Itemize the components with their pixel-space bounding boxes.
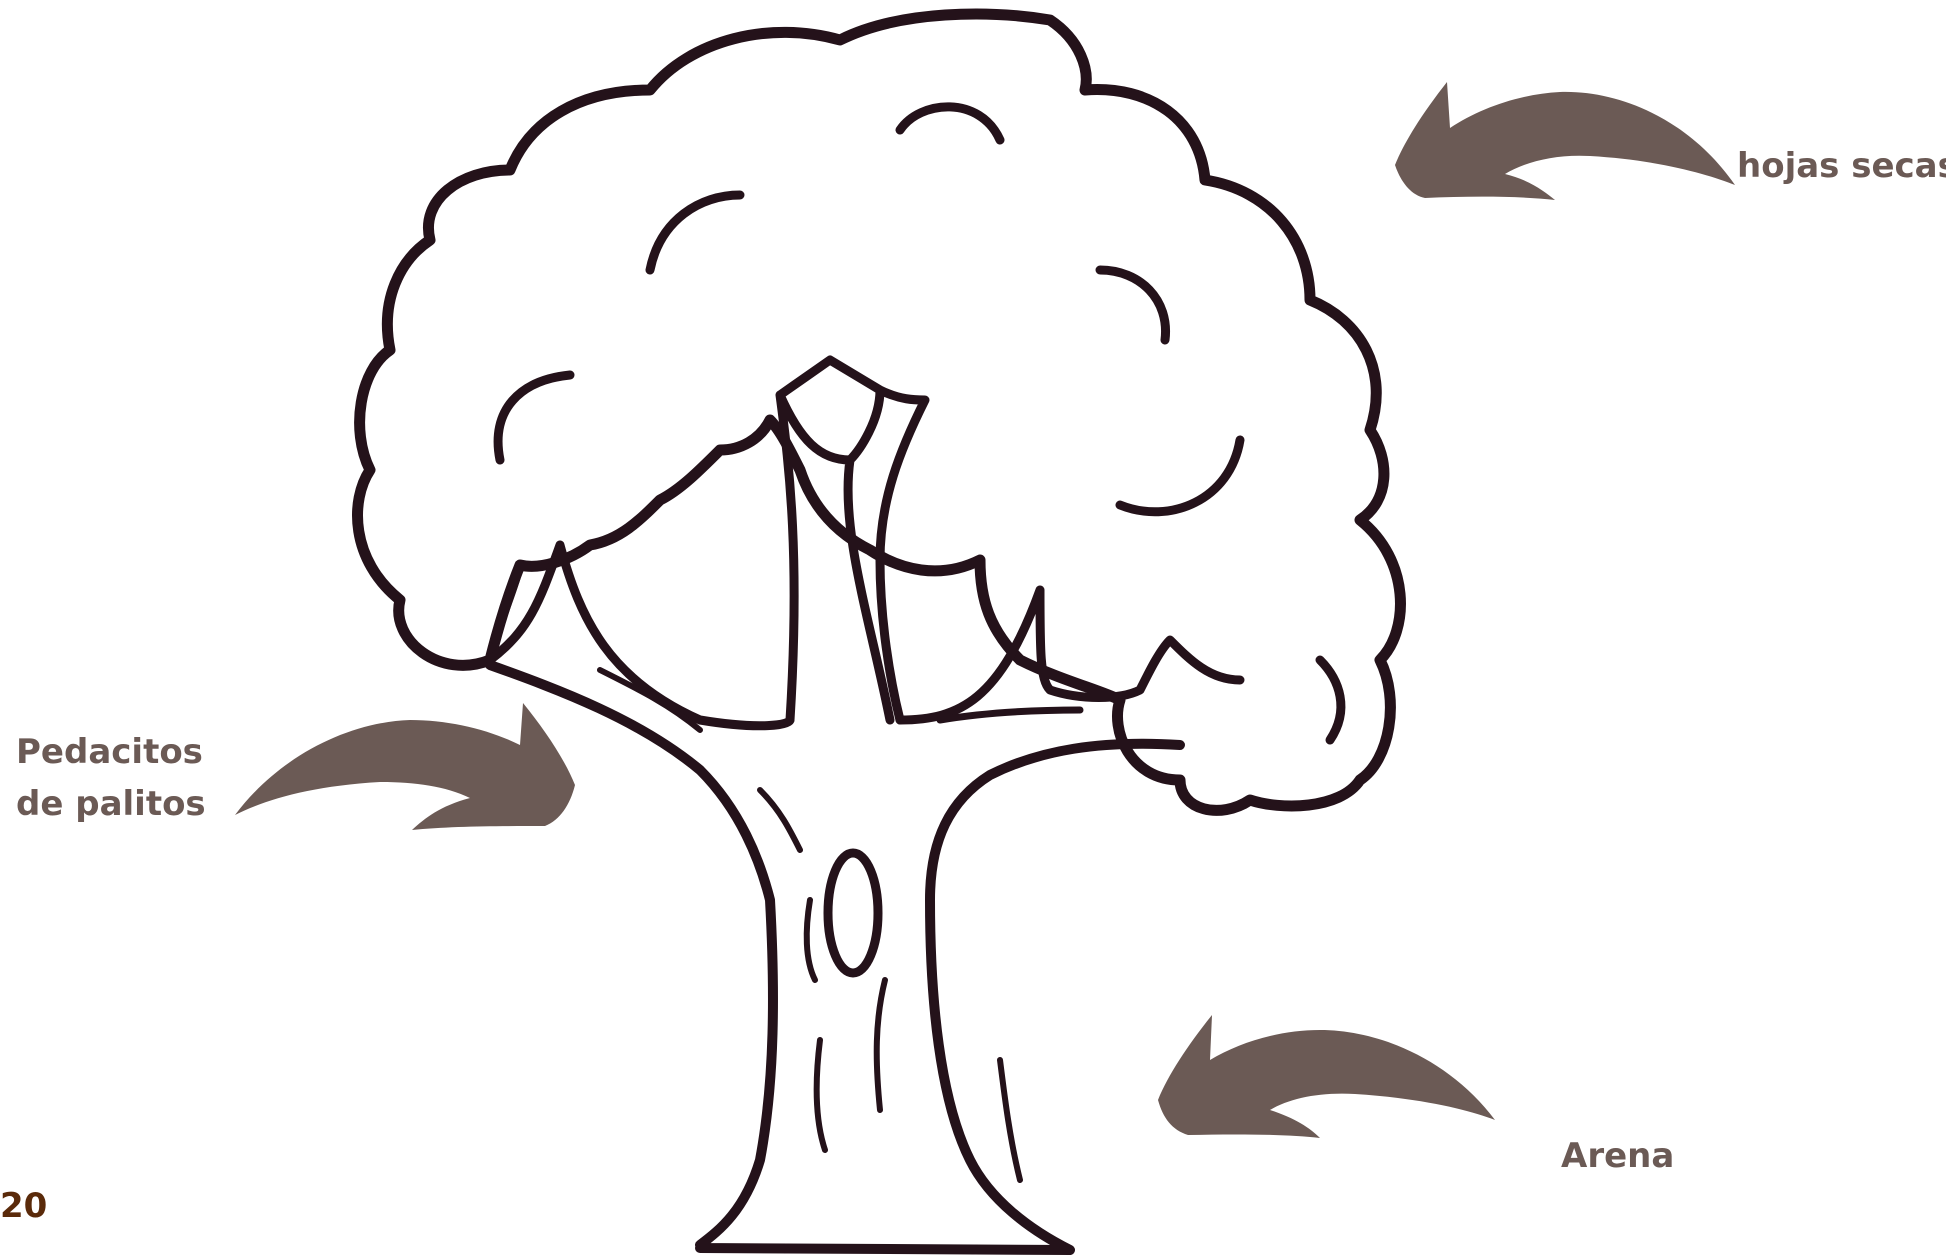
tree-center-branch — [780, 360, 925, 720]
label-pedacitos-line2: de palitos — [16, 778, 206, 830]
trunk-line — [877, 980, 885, 1110]
page-number: 20 — [0, 1186, 47, 1226]
label-pedacitos-de-palitos: Pedacitos de palitos — [16, 726, 206, 830]
canopy-curl — [1320, 660, 1341, 740]
canopy-curl — [650, 195, 740, 270]
canopy-curl — [900, 107, 1000, 140]
label-pedacitos-line1: Pedacitos — [16, 726, 206, 778]
trunk-line — [1000, 1060, 1020, 1180]
trunk-line — [817, 1040, 825, 1150]
trunk-line — [760, 790, 800, 850]
arrow-hojas-secas-icon — [1395, 82, 1735, 200]
tree-right-branch — [900, 590, 1240, 720]
canopy-curl — [1100, 270, 1166, 340]
arrow-arena-icon — [1158, 1015, 1495, 1138]
canopy-curl — [498, 375, 570, 460]
label-arena: Arena — [1561, 1130, 1674, 1182]
canopy-curl — [1120, 440, 1240, 512]
label-hojas-secas: hojas secas — [1737, 140, 1946, 192]
tree-left-branch — [490, 545, 790, 726]
arrow-pedacitos-icon — [235, 703, 575, 830]
trunk-line — [807, 900, 815, 980]
trunk-knot — [828, 853, 878, 973]
